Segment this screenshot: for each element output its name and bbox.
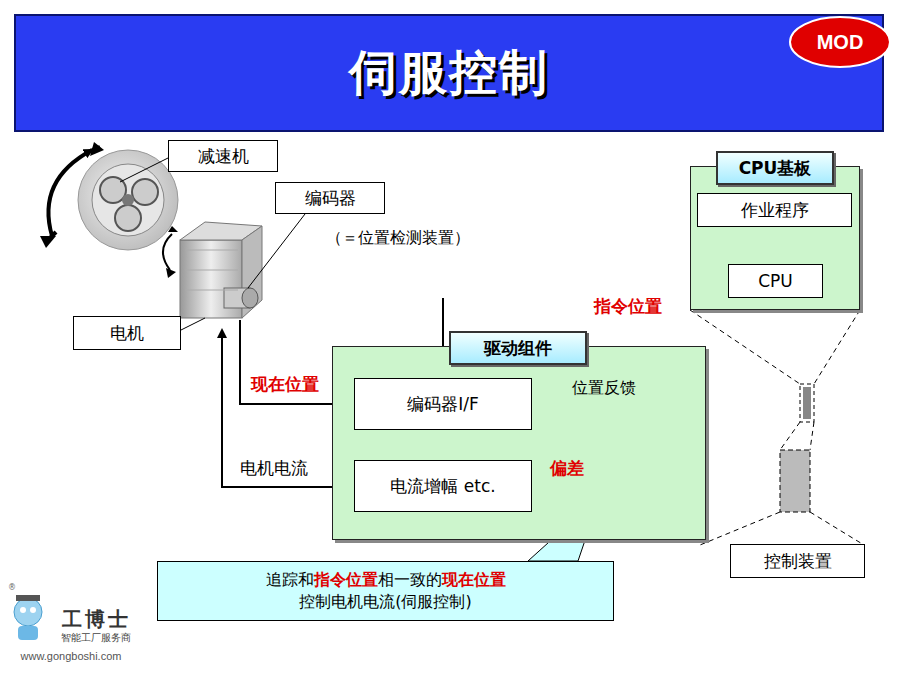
node-text: 减速机 [198, 145, 249, 168]
label: 电机电流 [240, 457, 308, 480]
edge-label: 位置反馈 [572, 378, 636, 399]
node-text: CPU [758, 271, 793, 291]
node-text: 追踪和指令位置相一致的现在位置 控制电机电流(伺服控制) [261, 569, 511, 612]
cpu-board-panel: CPU基板作业程序CPU [690, 166, 860, 310]
label: 工博士 [62, 606, 131, 633]
callout-box: 追踪和指令位置相一致的现在位置 控制电机电流(伺服控制) [157, 561, 614, 621]
control-device [690, 310, 864, 545]
panel-heading: 驱动组件 [449, 331, 587, 365]
node-text: 电机 [110, 322, 144, 345]
node-text: 编码器I/F [407, 393, 479, 416]
node-text: CPU基板 [739, 157, 812, 180]
label: www.gongboshi.com [21, 650, 122, 662]
cpu-box: CPU [728, 264, 823, 298]
label: 偏差 [550, 457, 584, 480]
node-text: 作业程序 [741, 199, 809, 222]
position-arrow [240, 320, 346, 404]
motor-picture [163, 222, 262, 318]
label-box: 编码器 [275, 182, 385, 214]
label: 智能工厂服务商 [61, 631, 131, 645]
drive-unit-panel: 驱动组件编码器I/F电流增幅 etc. [332, 346, 706, 540]
label-box: 电机 [73, 316, 181, 350]
label-box: 减速机 [168, 140, 278, 172]
label: 现在位置 [251, 373, 319, 396]
leader-line [248, 214, 305, 288]
node-text: 编码器 [305, 187, 356, 210]
leader-line [181, 318, 205, 330]
panel-heading: CPU基板 [716, 151, 834, 185]
label: （＝位置检测装置） [326, 228, 470, 249]
reducer-picture [40, 142, 178, 250]
amplifier-box: 电流增幅 etc. [354, 460, 532, 512]
node-text: 控制装置 [764, 550, 832, 573]
label: ® [8, 583, 16, 592]
label-box: 控制装置 [730, 544, 865, 578]
title: 伺服控制 [14, 14, 884, 132]
edge-label: 指令位置 [594, 295, 662, 318]
label: MOD [817, 31, 864, 54]
watermark-mascot [14, 595, 42, 640]
node-text: 电流增幅 etc. [390, 475, 495, 498]
leader-line [120, 158, 168, 182]
node-text: 驱动组件 [484, 337, 552, 360]
encoder-if-box: 编码器I/F [354, 378, 532, 430]
program-box: 作业程序 [697, 193, 852, 227]
mod-badge [790, 17, 890, 67]
